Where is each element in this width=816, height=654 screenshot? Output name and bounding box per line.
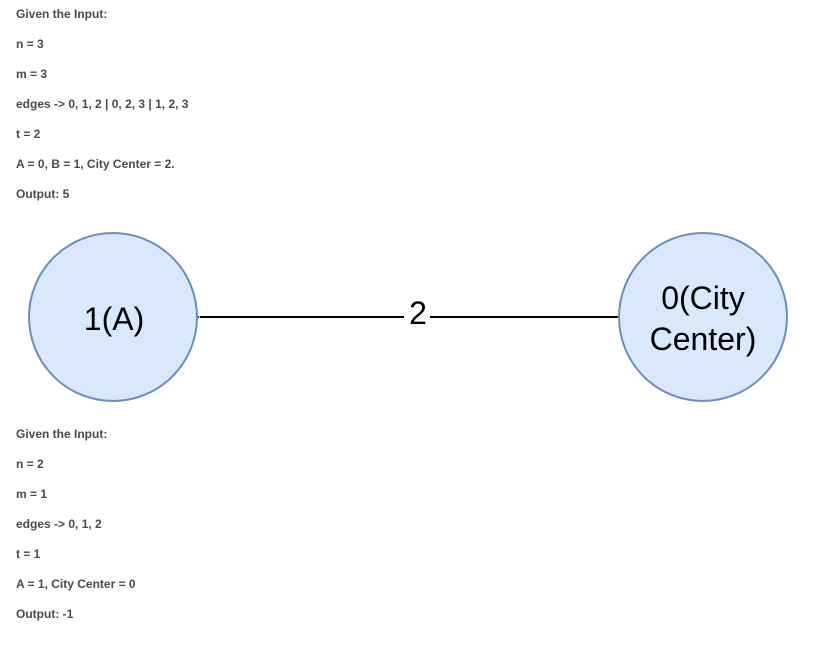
example-2-edges: edges -> 0, 1, 2	[16, 517, 102, 531]
edge-label-background	[404, 294, 430, 334]
edge-right-to-left: 2	[184, 294, 619, 334]
node-left-circle	[28, 232, 198, 402]
node-right-label-line1: 0(City	[661, 280, 745, 316]
example-1-output: Output: 5	[16, 187, 70, 201]
example-2-heading: Given the Input:	[16, 427, 108, 441]
node-right-circle	[618, 232, 788, 402]
example-1-assignments: A = 0, B = 1, City Center = 2.	[16, 157, 175, 171]
example-1-m: m = 3	[16, 67, 48, 81]
edge-weight-label: 2	[409, 295, 427, 331]
node-left-label: 1(A)	[84, 301, 144, 337]
example-2-assignments: A = 1, City Center = 0	[16, 577, 136, 591]
example-1-n: n = 3	[16, 37, 44, 51]
example-2-output: Output: -1	[16, 607, 74, 621]
example-2-t: t = 1	[16, 547, 41, 561]
node-left: 1(A)	[28, 232, 198, 402]
example-1-t: t = 2	[16, 127, 41, 141]
example-1-edges: edges -> 0, 1, 2 | 0, 2, 3 | 1, 2, 3	[16, 97, 189, 111]
node-right-label-line2: Center)	[650, 321, 757, 357]
example-2-n: n = 2	[16, 457, 44, 471]
example-2-m: m = 1	[16, 487, 48, 501]
node-right: 0(City Center)	[618, 232, 788, 402]
example-1-heading: Given the Input:	[16, 7, 108, 21]
